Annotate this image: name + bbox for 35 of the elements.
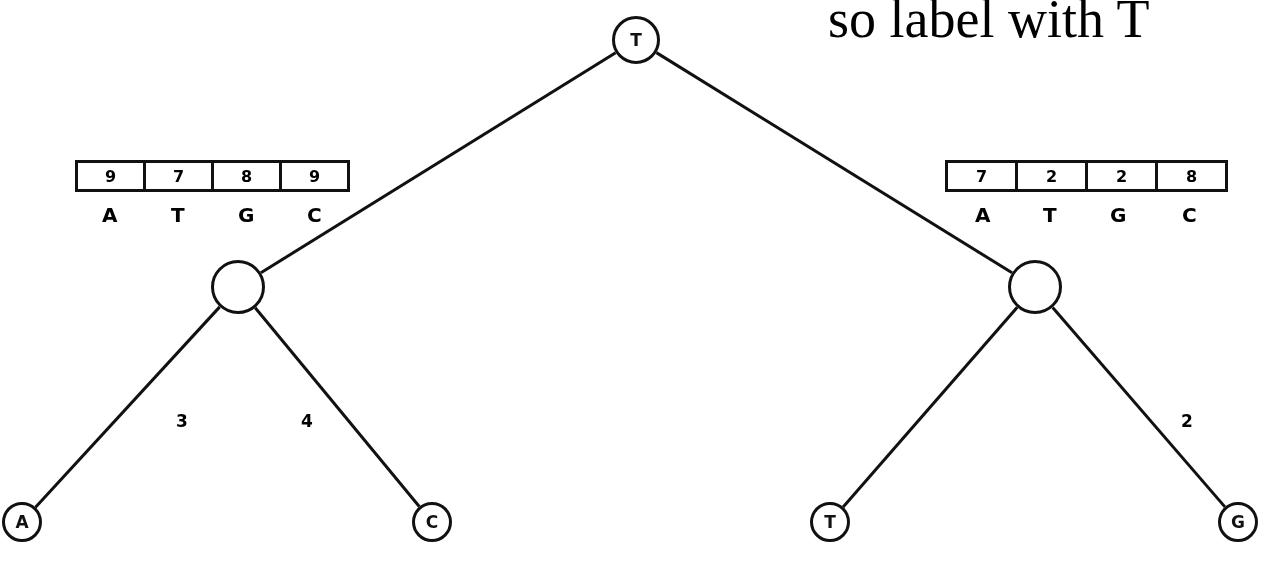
tree-node-circle	[1008, 260, 1062, 314]
tree-edge-line	[655, 51, 1013, 275]
tree-edge-line	[1051, 306, 1227, 508]
node-letter: G	[1231, 512, 1245, 532]
table-cell: 9	[75, 160, 146, 192]
tree-node-circle	[1218, 502, 1258, 542]
tree-node-circle	[2, 502, 42, 542]
column-letter: G	[1109, 205, 1128, 225]
column-letter: T	[1042, 205, 1058, 225]
column-letter: C	[306, 205, 323, 225]
table-cell: 7	[945, 160, 1018, 192]
tree-edge-line	[260, 51, 617, 275]
tree-edge-line	[34, 305, 221, 509]
node-letter: C	[425, 512, 439, 532]
tree-node-circle	[612, 16, 660, 64]
table-cell: 8	[211, 160, 282, 192]
tree-edge-line	[842, 306, 1019, 508]
tree-edge-line	[254, 306, 421, 508]
tree-node-circle	[211, 260, 265, 314]
node-letter: T	[824, 512, 836, 532]
column-letter: C	[1181, 205, 1198, 225]
column-letter: A	[974, 205, 992, 225]
column-letter: T	[170, 205, 186, 225]
column-letter: G	[237, 205, 256, 225]
table-cell: 7	[143, 160, 214, 192]
table-cell: 2	[1085, 160, 1158, 192]
table-cell: 2	[1015, 160, 1088, 192]
tree-node-circle	[810, 502, 850, 542]
table-cell: 8	[1155, 160, 1228, 192]
column-letter: A	[101, 205, 119, 225]
note-text: so label with T	[828, 0, 1150, 46]
table-cell: 9	[279, 160, 350, 192]
tree-node-circle	[412, 502, 452, 542]
node-letter: A	[15, 512, 29, 532]
node-letter: T	[630, 30, 642, 50]
